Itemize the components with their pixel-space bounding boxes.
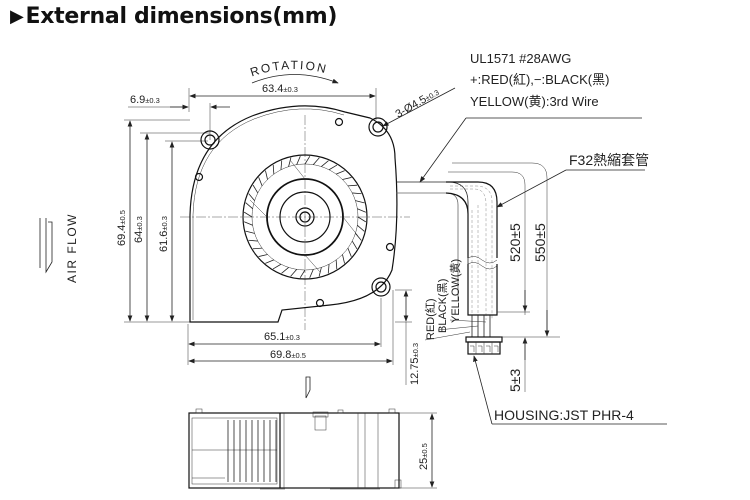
impeller-blade bbox=[265, 170, 268, 180]
impeller-blade bbox=[352, 192, 362, 195]
dim-outlet-offset: 12.75±0.3 bbox=[395, 289, 421, 385]
sleeve-note: F32熱縮套管 bbox=[496, 152, 649, 208]
impeller-blade bbox=[347, 184, 358, 187]
dim-offset-left: 6.9±0.3 bbox=[128, 94, 230, 140]
impeller-blade bbox=[272, 263, 282, 270]
dim-6-9: 6.9±0.3 bbox=[130, 94, 160, 106]
dim-550: 550±5 bbox=[532, 223, 548, 262]
rotation-arrow-icon bbox=[251, 74, 339, 84]
impeller-blade bbox=[357, 208, 366, 213]
connector-latch bbox=[465, 336, 503, 343]
impeller-blade bbox=[321, 160, 329, 167]
dim-lead-lengths: 520±5 550±5 bbox=[448, 162, 560, 338]
dim-hole: 3-Ø4.5±0.3 bbox=[382, 86, 456, 127]
dim-5-3: 5±3 bbox=[507, 369, 523, 392]
impeller-blade bbox=[355, 200, 365, 204]
impeller-blade bbox=[245, 202, 253, 210]
impeller-blade bbox=[272, 164, 275, 175]
wire-harness bbox=[396, 181, 503, 355]
dim-64: 64±0.3 bbox=[133, 216, 145, 243]
wire-spec-note: UL1571 #28AWG +:RED(紅),−:BLACK(黑) YELLOW… bbox=[419, 51, 642, 183]
rotation-indicator: ROTATION bbox=[248, 58, 339, 84]
dim-520: 520±5 bbox=[507, 223, 523, 262]
wire-spec-line-3: YELLOW(黄):3rd Wire bbox=[470, 94, 599, 109]
impeller-blade bbox=[309, 269, 314, 278]
impeller-blade bbox=[290, 269, 298, 277]
impeller-blade bbox=[244, 221, 253, 226]
impeller-blade bbox=[328, 164, 338, 171]
wire-spec-line-2: +:RED(紅),−:BLACK(黑) bbox=[470, 72, 609, 87]
sleeve-label: F32熱縮套管 bbox=[569, 152, 649, 168]
housing-label: HOUSING:JST PHR-4 bbox=[494, 407, 634, 423]
impeller-blade bbox=[243, 211, 253, 218]
dim-61-6: 61.6±0.3 bbox=[158, 216, 170, 252]
impeller-blade bbox=[252, 247, 263, 250]
impeller-blade bbox=[342, 254, 345, 264]
impeller-blade bbox=[347, 248, 352, 257]
wire-color-labels: RED(紅) BLACK(黑) YELLOW(黄) bbox=[424, 259, 487, 341]
impeller-blade bbox=[258, 177, 263, 186]
section-title-text: External dimensions(mm) bbox=[25, 4, 338, 29]
dim-thickness: 25±0.5 bbox=[399, 412, 437, 489]
dim-12-75: 12.75±0.3 bbox=[409, 343, 421, 385]
impeller-blade bbox=[312, 157, 320, 165]
impeller-blade bbox=[265, 259, 274, 264]
rotation-label: ROTATION bbox=[248, 58, 329, 79]
view-direction-arrow-icon bbox=[305, 376, 311, 399]
dim-63-4: 63.4±0.3 bbox=[262, 83, 298, 95]
impeller-blade bbox=[245, 230, 255, 234]
dim-hole-label: 3-Ø4.5±0.3 bbox=[394, 86, 442, 120]
impeller-blade bbox=[335, 259, 338, 270]
airflow-indicator: AIR FLOW bbox=[39, 213, 79, 283]
dim-heights: 69.4±0.5 64±0.3 61.6±0.3 bbox=[116, 119, 210, 323]
impeller-blade bbox=[280, 160, 283, 170]
fan-side-view bbox=[188, 408, 402, 490]
impeller-blades bbox=[243, 155, 367, 279]
wire-label-yellow: YELLOW(黄) bbox=[448, 259, 462, 323]
section-title: ▶External dimensions(mm) bbox=[10, 4, 337, 29]
wire-spec-line-1: UL1571 #28AWG bbox=[470, 51, 571, 66]
airflow-label: AIR FLOW bbox=[65, 213, 79, 283]
impeller-blade bbox=[296, 156, 301, 165]
impeller-blade bbox=[304, 155, 311, 165]
dim-widths-bottom: 65.1±0.3 69.8±0.5 bbox=[187, 290, 394, 365]
dim-strip: 5±3 bbox=[507, 337, 528, 392]
airflow-arrow-icon bbox=[39, 218, 53, 274]
impeller-blade bbox=[336, 170, 345, 175]
dim-width-top: 63.4±0.3 bbox=[188, 83, 377, 120]
impeller-blade bbox=[318, 267, 322, 277]
impeller-blade bbox=[355, 233, 362, 241]
impeller-blade bbox=[351, 240, 358, 250]
dim-69-8: 69.8±0.5 bbox=[270, 349, 306, 361]
impeller-blade bbox=[258, 254, 268, 257]
impeller-blade bbox=[342, 177, 352, 180]
impeller-blade bbox=[288, 157, 292, 167]
wire-spec-leader bbox=[419, 117, 467, 183]
impeller-blade bbox=[327, 264, 330, 274]
dim-25: 25±0.5 bbox=[418, 443, 430, 470]
fan-top-view bbox=[180, 105, 410, 330]
impeller-blade bbox=[248, 239, 258, 242]
impeller-blade bbox=[252, 184, 259, 194]
impeller-blade bbox=[299, 269, 306, 279]
dim-65-1: 65.1±0.3 bbox=[264, 331, 300, 343]
impeller-blade bbox=[248, 193, 255, 201]
housing-note: HOUSING:JST PHR-4 bbox=[473, 355, 667, 425]
dim-69-4: 69.4±0.5 bbox=[116, 210, 128, 246]
wire-label-red: RED(紅) bbox=[424, 298, 437, 340]
impeller-blade bbox=[357, 216, 367, 223]
wire-label-black: BLACK(黑) bbox=[436, 279, 449, 333]
impeller-blade bbox=[357, 224, 365, 232]
triangle-bullet-icon: ▶ bbox=[10, 6, 24, 27]
impeller-blade bbox=[281, 267, 289, 274]
